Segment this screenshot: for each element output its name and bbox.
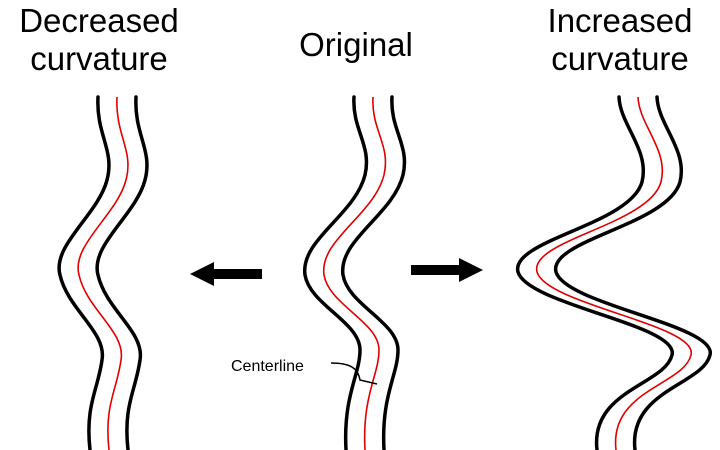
decreased-left-bank xyxy=(57,95,111,450)
original-channel xyxy=(303,95,407,450)
arrow-left-head xyxy=(190,262,214,286)
title-increased-line1: Increased xyxy=(547,2,693,39)
arrow-left-shaft xyxy=(210,269,262,279)
centerline-leader-line xyxy=(330,362,378,385)
decreased-channel xyxy=(57,95,149,450)
increased-centerline xyxy=(536,96,692,450)
title-original-text: Original xyxy=(299,26,413,63)
original-right-bank xyxy=(341,95,407,450)
centerline-label: Centerline xyxy=(231,358,304,375)
original-centerline xyxy=(323,96,387,450)
centerline-callout: Centerline xyxy=(231,358,378,385)
increased-channel xyxy=(516,95,712,450)
title-increased-curvature: Increased curvature xyxy=(520,2,720,78)
arrow-right-shaft xyxy=(411,265,463,275)
arrow-right-icon xyxy=(411,258,483,282)
increased-left-bank xyxy=(516,95,674,450)
increased-right-bank xyxy=(554,95,712,450)
title-decreased-line1: Decreased xyxy=(19,2,179,39)
original-left-bank xyxy=(303,95,369,450)
title-decreased-curvature: Decreased curvature xyxy=(0,2,198,78)
title-increased-line2: curvature xyxy=(551,40,689,77)
title-original: Original xyxy=(270,26,442,64)
arrow-right-head xyxy=(459,258,483,282)
decreased-centerline xyxy=(77,96,129,450)
title-decreased-line2: curvature xyxy=(30,40,168,77)
arrow-left-icon xyxy=(190,262,262,286)
decreased-right-bank xyxy=(95,95,149,450)
